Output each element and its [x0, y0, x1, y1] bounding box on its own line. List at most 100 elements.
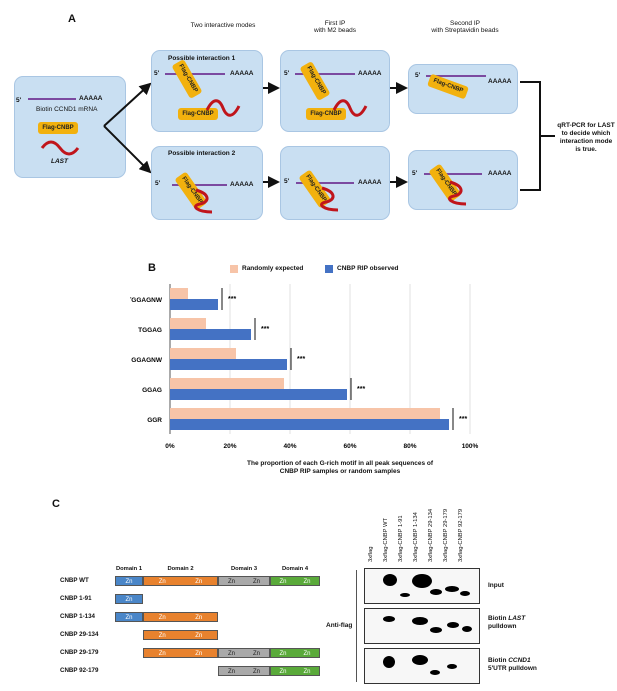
- domain-header: Domain 2: [167, 566, 194, 572]
- zn-finger-label: Zn: [279, 579, 287, 585]
- blot-label-ccnd1-prefix: Biotin: [488, 657, 509, 664]
- blot-band: [383, 656, 395, 668]
- lane-label: 3xflag-CNBP WT: [383, 517, 389, 562]
- five-prime-label: 5': [154, 70, 160, 77]
- bar-observed: [170, 299, 218, 310]
- domain-header: Domain 1: [115, 566, 143, 572]
- domain-segment: Zn Zn: [270, 576, 320, 586]
- zn-finger-label: Zn: [125, 579, 133, 585]
- zn-finger-label: Zn: [195, 579, 203, 585]
- polya-label: AAAAA: [230, 181, 254, 188]
- polya-label: AAAAA: [230, 70, 254, 77]
- last-rna-squiggle: [194, 188, 213, 214]
- bar-observed: [170, 359, 287, 370]
- zn-finger-label: Zn: [195, 651, 203, 657]
- domain-segment: Zn Zn: [218, 648, 270, 658]
- interaction-2-label: Possible interaction 2: [168, 150, 236, 157]
- mrna-line: [424, 173, 482, 175]
- mrna-line: [165, 73, 225, 75]
- lane-label: 3xflag: [368, 546, 374, 562]
- blot-label-ccnd1-gene: CCND1: [508, 657, 531, 664]
- significance-stars: ***: [459, 416, 467, 423]
- second-ip-2-box: [408, 150, 518, 210]
- zn-finger-label: Zn: [158, 651, 166, 657]
- five-prime-label: 5': [284, 178, 290, 185]
- last-rna-squiggle: [320, 186, 339, 212]
- five-prime-label: 5': [415, 72, 421, 79]
- blot-label-input: Input: [488, 582, 504, 589]
- blot-band: [460, 591, 470, 596]
- zn-finger-label: Zn: [158, 633, 166, 639]
- construct-label: CNBP 1-134: [60, 613, 95, 620]
- blot-band: [445, 586, 459, 592]
- lane-label: 3xflag-CNBP 29-179: [443, 508, 449, 562]
- domain-header: Domain 3: [230, 566, 258, 572]
- zn-finger-label: Zn: [303, 669, 311, 675]
- blot-label-ccnd1: Biotin CCND1 5'UTR pulldown: [488, 657, 537, 673]
- mrna-line: [295, 73, 355, 75]
- panel-b-letter: B: [148, 262, 156, 274]
- zn-finger-label: Zn: [158, 615, 166, 621]
- category-label: GGAGNW: [131, 357, 163, 364]
- zn-finger-label: Zn: [279, 651, 287, 657]
- category-label: TGGAG: [138, 327, 162, 334]
- zn-finger-label: Zn: [195, 615, 203, 621]
- domain-segment: Zn Zn: [143, 648, 218, 658]
- flag-cnbp-free: Flag-CNBP: [306, 108, 346, 120]
- bar-random: [170, 378, 284, 389]
- zn-finger-label: Zn: [125, 597, 133, 603]
- domain-diagram: Domain 1 Domain 2 Domain 3 Domain 4 CNBP WT Z…: [60, 566, 357, 682]
- x-tick-label: 60%: [343, 443, 356, 450]
- legend-swatch-random: [230, 265, 238, 273]
- zn-finger-label: Zn: [227, 651, 235, 657]
- polya-label: AAAAA: [488, 78, 512, 85]
- category-label: GGR: [147, 417, 162, 424]
- x-tick-label: 80%: [403, 443, 416, 450]
- zn-finger-label: Zn: [303, 579, 311, 585]
- zn-finger-label: Zn: [227, 579, 235, 585]
- blot-band: [447, 622, 459, 628]
- five-prime-label: 5': [16, 97, 22, 104]
- zn-finger-label: Zn: [125, 615, 133, 621]
- category-label: GGAG: [142, 387, 162, 394]
- zn-finger-label: Zn: [195, 633, 203, 639]
- significance-stars: ***: [357, 386, 365, 393]
- last-label: LAST: [51, 158, 68, 165]
- flag-cnbp-start: Flag-CNBP: [38, 122, 78, 134]
- domain-segment: Zn: [115, 612, 143, 622]
- panel-c-letter: C: [52, 498, 60, 510]
- x-tick-label: 100%: [462, 443, 479, 450]
- construct-label: CNBP WT: [60, 577, 89, 584]
- blot-band: [412, 574, 432, 588]
- branch-arrows: [103, 81, 555, 191]
- bar-random: [170, 408, 440, 419]
- antiflag-label: Anti-flag: [326, 622, 353, 629]
- zn-finger-label: Zn: [252, 651, 260, 657]
- blot-band: [447, 664, 457, 669]
- blot-band: [400, 593, 410, 597]
- interaction-1-label: Possible interaction 1: [168, 55, 236, 62]
- x-tick-label: 40%: [283, 443, 296, 450]
- legend-swatch-observed: [325, 265, 333, 273]
- domain-segment: Zn Zn: [143, 630, 218, 640]
- last-rna-squiggle: [40, 140, 80, 156]
- construct-label: CNBP 29-179: [60, 649, 99, 656]
- zn-finger-label: Zn: [227, 669, 235, 675]
- significance-stars: ***: [297, 356, 305, 363]
- blot-band: [430, 589, 442, 595]
- domain-header: Domain 4: [281, 566, 309, 572]
- bar-random: [170, 348, 236, 359]
- domain-segment: Zn: [115, 594, 143, 604]
- category-label: TGGAGNW: [130, 297, 163, 304]
- blot-label-last-gene: LAST: [508, 615, 526, 622]
- five-prime-label: 5': [412, 170, 418, 177]
- blot-ccnd1: [364, 648, 480, 684]
- blot-band: [462, 626, 472, 632]
- five-prime-label: 5': [155, 180, 161, 187]
- bar-random: [170, 288, 188, 299]
- blot-band: [412, 617, 428, 625]
